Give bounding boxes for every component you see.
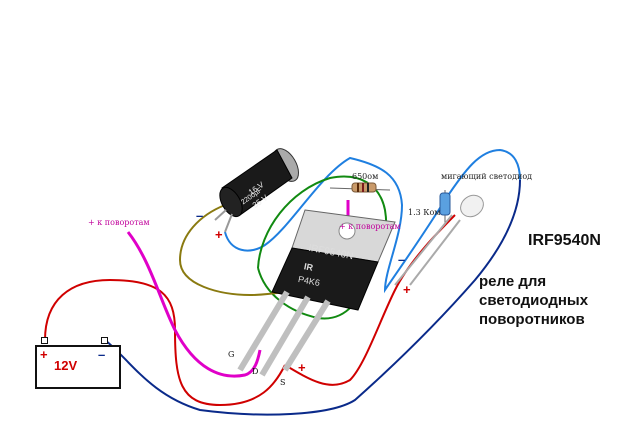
wire-magenta-turns [126, 231, 262, 378]
wire-navy-battery-minus [104, 179, 521, 416]
wire-blue-cap-led [224, 148, 521, 294]
transistor-body [271, 247, 379, 311]
label-to-turns-left: + к поворотам [88, 218, 150, 227]
battery [35, 345, 121, 389]
lead-drain [259, 295, 311, 377]
lead-gate [237, 290, 290, 372]
label-resistor-650: 650ом [352, 172, 379, 181]
transistor-hole [338, 222, 356, 240]
capacitor [214, 148, 299, 233]
battery-terminal-plus [41, 337, 48, 344]
transistor-marking-2: IR [303, 261, 314, 273]
capacitor-plus-sign: + [215, 227, 223, 242]
label-led: мигающий светодиод [441, 172, 533, 181]
resistor-650 [329, 182, 391, 193]
led [394, 194, 484, 286]
lead-source [282, 299, 331, 372]
capacitor-lead-plus [224, 213, 233, 233]
page-title: IRF9540N [528, 232, 601, 249]
led-body [460, 194, 484, 218]
resistor-1k3 [439, 190, 451, 225]
page-subtitle: реле для светодиодных поворотников [479, 273, 589, 328]
led-plus-sign: + [403, 282, 411, 297]
capacitor-bottom [219, 186, 243, 218]
battery-minus-sign: – [98, 347, 106, 362]
led-minus-sign: – [398, 252, 406, 267]
capacitor-minus-sign: – [196, 208, 204, 223]
led-lead-1 [394, 214, 453, 286]
label-resistor-1k3: 1.3 Ком [408, 208, 441, 217]
label-to-turns-right: + к поворотам [339, 222, 401, 231]
pin-drain-label: D [252, 367, 259, 376]
pin-source-label: S [280, 378, 286, 387]
transistor [237, 209, 396, 377]
source-plus-sign: + [298, 360, 306, 375]
battery-plus-sign: + [40, 347, 48, 362]
battery-terminal-minus [101, 337, 108, 344]
resistor-1k3-body [439, 192, 451, 216]
battery-label: 12V [54, 358, 78, 373]
led-lead-2 [409, 219, 461, 286]
capacitor-lead-minus [214, 209, 227, 221]
pin-gate-label: G [228, 350, 235, 359]
